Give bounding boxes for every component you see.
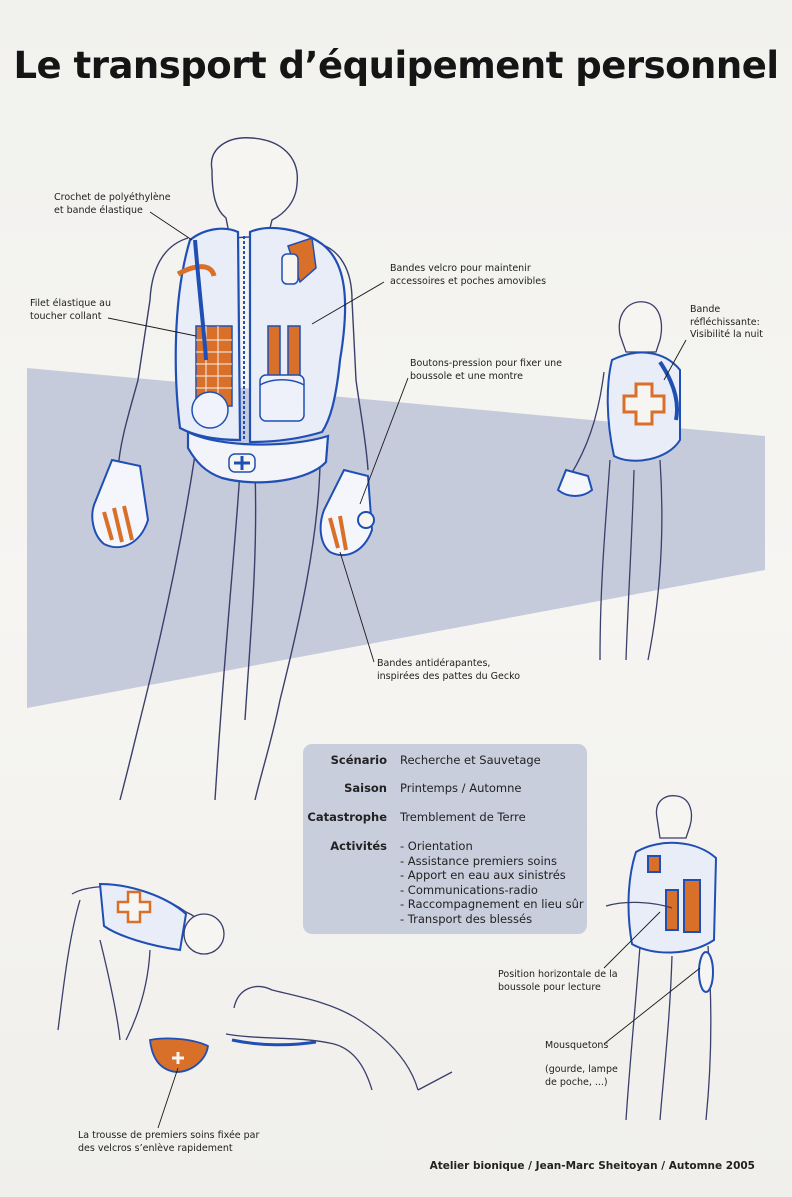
scenario-panel: Scénario Recherche et Sauvetage Saison P…	[303, 744, 587, 934]
saison-value: Printemps / Automne	[400, 781, 522, 795]
annotation-trousse: La trousse de premiers soins fixée par d…	[78, 1130, 260, 1154]
compass-vest	[605, 841, 718, 993]
annotation-position: Position horizontale de la boussole pour…	[498, 969, 618, 993]
catastrophe-value: Tremblement de Terre	[400, 810, 526, 824]
activite-item: - Transport des blessés	[400, 911, 533, 926]
rescuer-vest	[98, 882, 188, 952]
saison-label: Saison	[344, 781, 387, 795]
activites-label: Activités	[330, 839, 387, 853]
annotation-mousquetons: Mousquetons	[545, 1040, 609, 1051]
vest-details	[176, 236, 317, 473]
annotation-filet: Filet élastique au toucher collant	[30, 298, 112, 322]
credit-line: Atelier bionique / Jean-Marc Sheitoyan /…	[429, 1160, 755, 1172]
main-figure	[117, 137, 369, 801]
activite-item: - Apport en eau aux sinistrés	[400, 868, 566, 882]
annotation-bande-reflechissante: Bande réfléchissante: Visibilité la nuit	[690, 304, 763, 340]
activite-item: - Communications-radio	[400, 882, 538, 897]
first-aid-pouch	[149, 1037, 209, 1073]
activite-item: - Raccompagnement en lieu sûr	[400, 897, 584, 911]
victim-figure	[225, 985, 453, 1091]
back-figure	[569, 301, 663, 661]
back-vest	[556, 351, 681, 497]
annotation-boutons: Boutons-pression pour fixer une boussole…	[410, 358, 563, 382]
annotation-velcro: Bandes velcro pour maintenir accessoires…	[390, 263, 547, 287]
annotation-antiderapantes: Bandes antidérapantes, inspirées des pat…	[377, 658, 521, 682]
activites-list: - Orientation - Assistance premiers soin…	[400, 839, 584, 926]
leader-lines	[107, 211, 701, 1129]
annotation-gourde: (gourde, lampe de poche, ...)	[545, 1064, 618, 1088]
poster-title: Le transport d’équipement personnel	[13, 44, 779, 87]
compass-figure	[625, 795, 712, 1121]
scenario-value: Recherche et Sauvetage	[400, 753, 541, 767]
activite-item: - Assistance premiers soins	[400, 853, 557, 868]
catastrophe-label: Catastrophe	[307, 810, 387, 824]
gloves	[91, 458, 375, 557]
activite-item: - Orientation	[400, 839, 473, 853]
annotation-crochet: Crochet de polyéthylène et bande élastiq…	[54, 192, 171, 216]
scenario-label: Scénario	[330, 753, 387, 767]
